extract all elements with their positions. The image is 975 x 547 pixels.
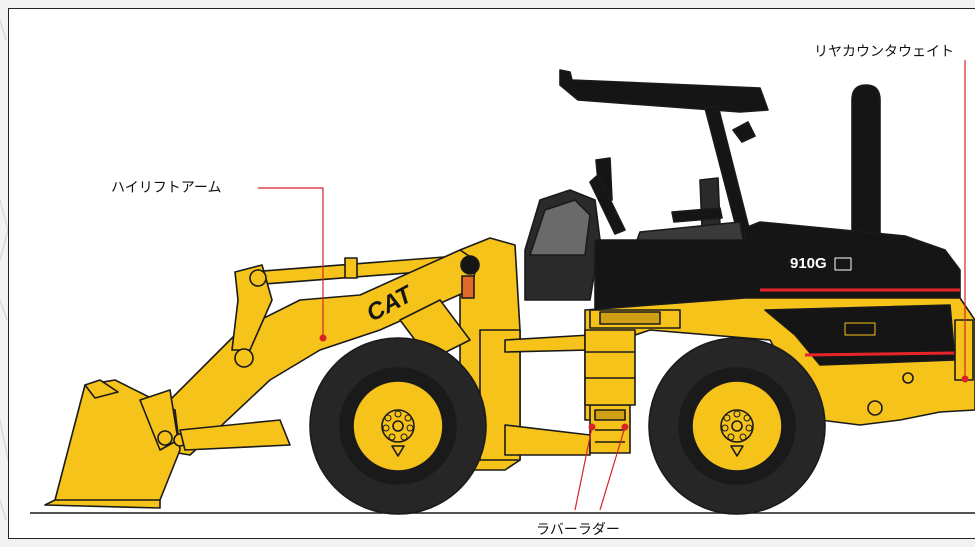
front-frame — [459, 237, 591, 471]
engine-hood — [594, 221, 961, 311]
exhaust-stack — [851, 84, 881, 271]
model-decal: 910G — [790, 255, 827, 272]
boom-arm — [149, 249, 480, 456]
rubber-ladder-label: ラバーラダー — [536, 522, 620, 538]
rear-wheel — [648, 337, 826, 515]
leader-lines — [258, 60, 966, 511]
bucket — [44, 379, 187, 509]
high-lift-arm-label: ハイリフトアーム — [111, 180, 222, 196]
rear-counterweight-label: リヤカウンタウェイト — [814, 44, 954, 60]
front-wheel — [309, 337, 487, 515]
hub-bolts — [382, 410, 753, 441]
cat-emblem — [834, 257, 852, 271]
rubber-ladder — [584, 329, 636, 454]
tilt-linkage — [179, 419, 291, 451]
